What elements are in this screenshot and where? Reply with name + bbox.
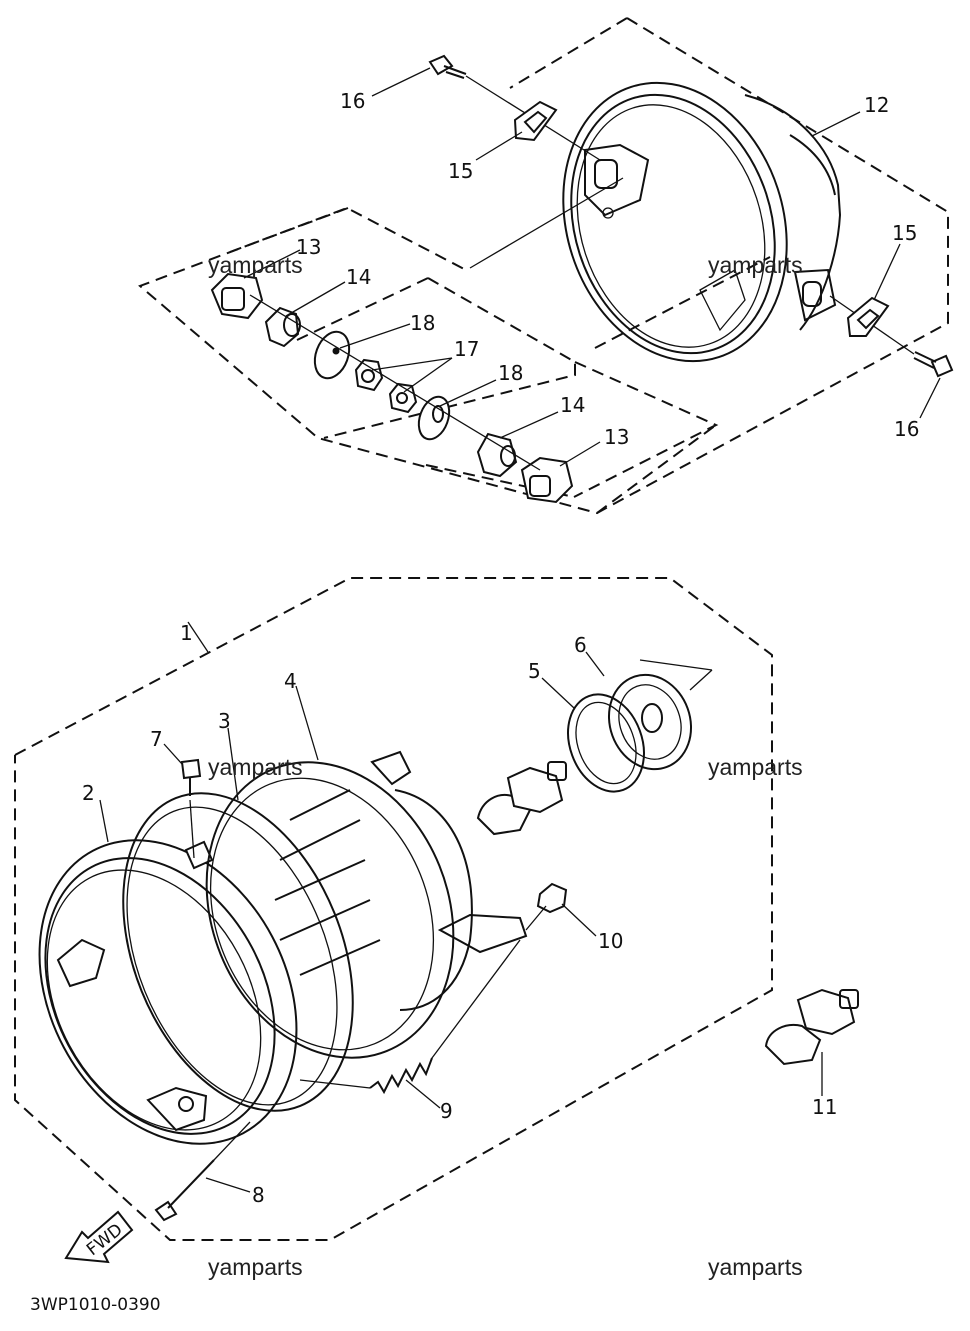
upper-leaders [243,67,941,467]
lower-assembly-boundary [14,577,773,1241]
bolt-16-lower [829,295,954,378]
bolt-16-upper [428,54,601,161]
bulb-assembly [476,761,567,836]
callout-6: 6 [574,633,587,657]
watermark-3: yamparts [208,754,303,780]
callout-14-left: 14 [346,265,371,289]
callout-10: 10 [598,929,623,953]
callout-18-right: 18 [498,361,523,385]
watermark-2: yamparts [708,252,803,278]
watermark-4: yamparts [708,754,803,780]
callout-7: 7 [150,727,163,751]
watermark-6: yamparts [708,1254,803,1280]
socket-cover-ring [567,693,645,793]
callout-14-right: 14 [560,393,585,417]
headlight-rim [38,839,298,1145]
headlight-housing [469,81,842,363]
socket-cover [607,673,693,771]
callout-11: 11 [812,1095,837,1119]
nut-17-b [388,382,418,414]
callout-15-lower: 15 [892,221,917,245]
screw-7 [180,758,202,859]
washer-18-right [417,395,451,441]
callout-2: 2 [82,781,95,805]
damper-13-right [520,456,574,504]
callout-5: 5 [528,659,541,683]
callout-17: 17 [454,337,479,361]
callout-3: 3 [218,709,231,733]
collar-14-left [264,306,301,348]
plate-15-upper [513,100,558,142]
callout-numbers: 1 2 3 4 5 6 7 8 9 10 11 12 13 13 14 14 1… [82,89,919,1207]
callout-13-left: 13 [296,235,321,259]
washer-18-left [313,330,351,380]
collar-14-right [476,432,518,478]
lower-leaders [99,621,823,1193]
plate-15-lower [846,296,890,337]
callout-15-upper: 15 [448,159,473,183]
lens-ring [122,792,354,1112]
watermark-5: yamparts [208,1254,303,1280]
callout-12: 12 [864,93,889,117]
callout-9: 9 [440,1099,453,1123]
callout-13-right: 13 [604,425,629,449]
lens-unit [205,750,528,1059]
figure-code: 3WP1010-0390 [30,1295,161,1315]
callout-1: 1 [180,621,193,645]
callout-8: 8 [252,1183,265,1207]
bulb-11 [764,988,859,1066]
watermark-1: yamparts [208,252,303,278]
forward-direction-arrow: FWD [64,1210,134,1264]
callout-16-lower: 16 [894,417,919,441]
damper-13-left [210,272,264,320]
callout-18-left: 18 [410,311,435,335]
spring-9 [299,939,521,1095]
watermarks: yamparts yamparts yamparts yamparts yamp… [208,252,803,1280]
callout-4: 4 [284,669,297,693]
nut-10 [525,882,568,931]
callout-16-upper: 16 [340,89,365,113]
nut-17-a [354,358,384,392]
screw-8 [154,1121,251,1222]
